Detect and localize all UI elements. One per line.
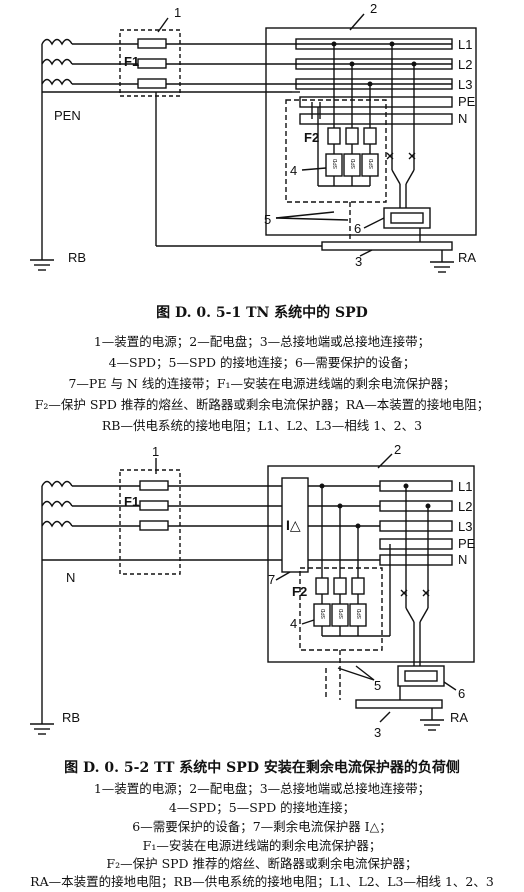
fig1-legend-line: F₂—保护 SPD 推荐的熔丝、断路器或剩余电流保护器；RA—本装置的接地电阻； (34, 397, 490, 412)
fig1-title: 图 D. 0. 5-1 TN 系统中的 SPD (156, 305, 368, 321)
fig2-spd-label: SPD (321, 608, 327, 619)
fig2-label-1: 1 (152, 444, 159, 459)
fig1-f1-box (119, 29, 181, 97)
fig1-label-l3: L3 (458, 77, 472, 92)
fig2-label-ra: RA (450, 710, 468, 725)
fig1-spd-label: SPD (369, 158, 375, 169)
fig2-busbar-n (379, 554, 453, 566)
fig1-earth-bar (321, 241, 453, 251)
fig1-label-6: 6 (354, 221, 361, 236)
fig2-rcd (281, 477, 309, 573)
fig1-label-f2: F2 (304, 130, 319, 145)
fig2-label-3: 3 (374, 725, 381, 740)
fig2-labels: 1 2 F1 I△ L1 L2 L3 PE N N 7 F2 4 5 6 3 R… (62, 442, 476, 740)
fig2-label-nsrc: N (66, 570, 75, 585)
fig1-label-rb: RB (68, 250, 86, 265)
fig1-busbar-n (299, 113, 453, 125)
fig2-busbar-pe (379, 538, 453, 550)
fig2-spd-label: SPD (339, 608, 345, 619)
fig2-busbar-l1 (379, 480, 453, 492)
fig2-label-idelta: I△ (286, 517, 301, 533)
fig2-diagram (30, 453, 475, 735)
fig1-label-pe: PE (458, 94, 476, 109)
fig1-label-1: 1 (174, 5, 181, 20)
fig2-legend-line: 4—SPD；5—SPD 的接地连接； (168, 800, 356, 815)
fig1-source-coils (41, 38, 73, 92)
fig2-busbar-l3 (379, 520, 453, 532)
fig1-distribution-board (265, 27, 477, 236)
fig1-spd-label: SPD (351, 158, 357, 169)
fig2-legend-line: F₂—保护 SPD 推荐的熔丝、断路器或剩余电流保护器； (106, 856, 418, 871)
fig1-label-ra: RA (458, 250, 476, 265)
fig1-busbar-pe (299, 96, 453, 108)
fig2-label-l1: L1 (458, 479, 472, 494)
fig1-diagram (30, 13, 477, 273)
fig2-label-5: 5 (374, 678, 381, 693)
fig1-labels: 1 2 F1 L1 L2 L3 PE N PEN F2 4 5 6 3 RB R… (54, 1, 476, 269)
fig1-label-l1: L1 (458, 37, 472, 52)
fig2-legend-line: 6—需要保护的设备；7—剩余电流保护器 I△； (132, 819, 392, 834)
fig2-title: 图 D. 0. 5-2 TT 系统中 SPD 安装在剩余电流保护器的负荷侧 (64, 760, 460, 776)
fig2-spd-label: SPD (357, 608, 363, 619)
fig2-legend-line: RA—本装置的接地电阻；RB—供电系统的接地电阻；L1、L2、L3—相线 1、2… (30, 874, 494, 889)
fig1-legend-line: 4—SPD；5—SPD 的接地连接；6—需要保护的设备； (108, 355, 416, 370)
fig1-spd-label: SPD (333, 158, 339, 169)
fig2-f1-box (119, 469, 181, 575)
fig1-label-l2: L2 (458, 57, 472, 72)
fig2-label-l3: L3 (458, 519, 472, 534)
fig1-busbar-l1 (295, 38, 453, 50)
fig1-spd-labels: SPD SPD SPD (333, 158, 375, 169)
fig2-spd-labels: SPD SPD SPD (321, 608, 363, 619)
fig1-label-5: 5 (264, 212, 271, 227)
fig1-label-3: 3 (355, 254, 362, 269)
fig1-label-4: 4 (290, 163, 297, 178)
fig1-busbar-l3 (295, 78, 453, 90)
fig1-label-n: N (458, 111, 467, 126)
fig1-f1-breaker (137, 58, 167, 69)
fig1-label-f1: F1 (124, 54, 139, 69)
fig1-legend-line: RB—供电系统的接地电阻；L1、L2、L3—相线 1、2、3 (101, 418, 423, 433)
fig2-label-4: 4 (290, 616, 297, 631)
fig2-label-f2: F2 (292, 584, 307, 599)
fig2-legend-line: 1—装置的电源；2—配电盘；3—总接地端或总接地连接带； (93, 781, 431, 796)
fig2-earth-bar (355, 699, 443, 709)
fig2-legend-line: F₁—安装在电源进线端的剩余电流保护器； (142, 838, 382, 853)
fig2-busbar-l2 (379, 500, 453, 512)
fig2-label-6: 6 (458, 686, 465, 701)
fig1-label-2: 2 (370, 1, 377, 16)
fig2-label-pe: PE (458, 536, 476, 551)
fig2-label-f1: F1 (124, 494, 139, 509)
fig2-label-rb: RB (62, 710, 80, 725)
fig2-source-coils (41, 480, 73, 560)
fig2-label-2: 2 (394, 442, 401, 457)
fig2-label-l2: L2 (458, 499, 472, 514)
fig1-legend-line: 7—PE 与 N 线的连接带；F₁—安装在电源进线端的剩余电流保护器； (68, 376, 456, 391)
fig2-label-n: N (458, 552, 467, 567)
fig2-label-7: 7 (268, 572, 275, 587)
fig1-label-pen: PEN (54, 108, 81, 123)
fig2-distribution-board (267, 465, 475, 663)
fig1-busbar-l2 (295, 58, 453, 70)
fig1-legend-line: 1—装置的电源；2—配电盘；3—总接地端或总接地连接带； (93, 334, 431, 349)
fig1-equipment-inner (390, 212, 424, 224)
fig1-f1-breaker (137, 78, 167, 89)
fig1-f1-breaker (137, 38, 167, 49)
